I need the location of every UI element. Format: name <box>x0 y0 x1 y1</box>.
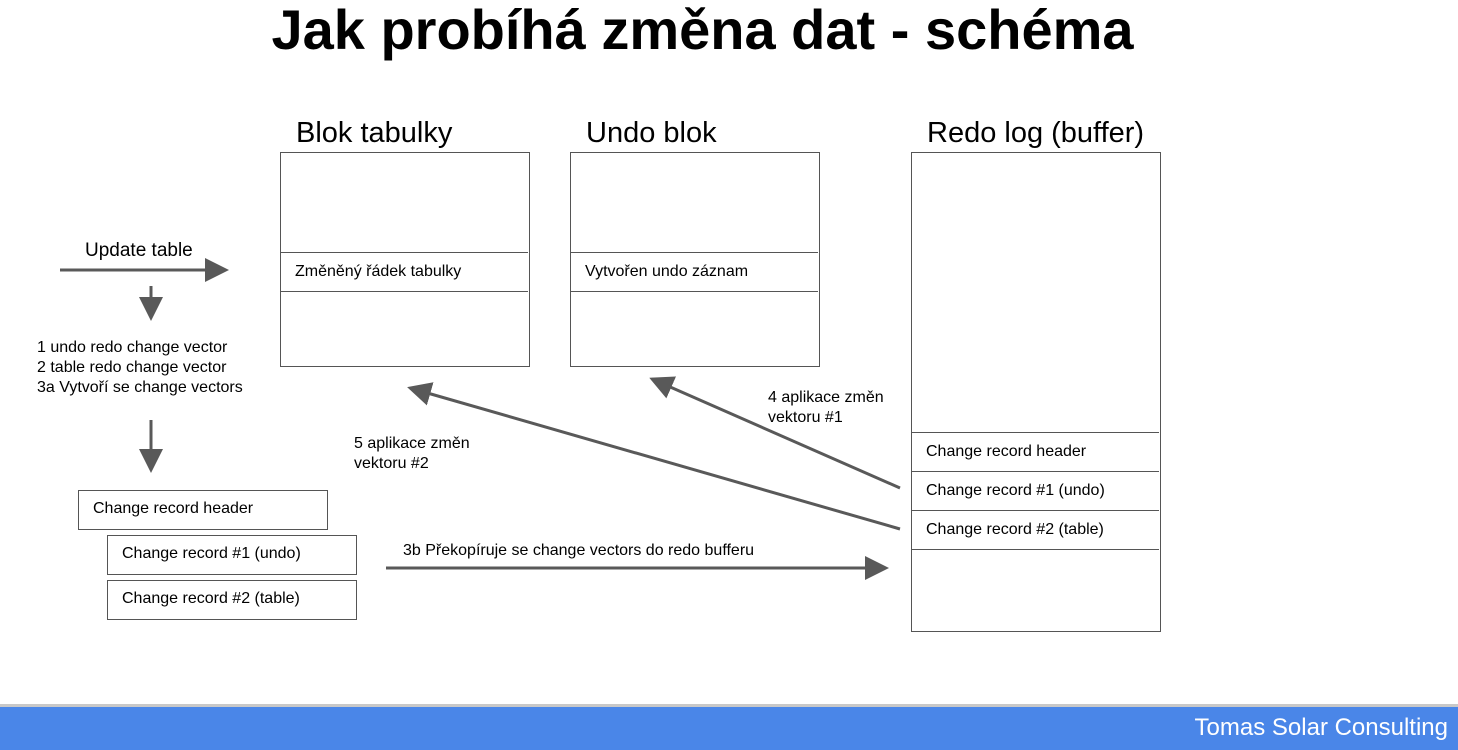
step-4-label-line2: vektoru #1 <box>768 409 843 426</box>
footer-divider <box>0 704 1458 707</box>
redo-log-box: Change record header Change record #1 (u… <box>911 152 1161 632</box>
table-block-changed-row: Změněný řádek tabulky <box>281 252 528 292</box>
arrow-step-5 <box>407 382 901 531</box>
step-1: 1 undo redo change vector <box>37 339 228 356</box>
undo-block-heading: Undo blok <box>586 117 717 149</box>
step-5-label-line2: vektoru #2 <box>354 455 429 472</box>
table-block-heading: Blok tabulky <box>296 117 453 149</box>
page-title: Jak probíhá změna dat - schéma <box>271 0 1134 61</box>
update-table-label: Update table <box>85 240 193 261</box>
undo-block-box: Vytvořen undo záznam <box>570 152 820 367</box>
step-3b-label: 3b Překopíruje se change vectors do redo… <box>403 542 755 559</box>
table-block-box: Změněný řádek tabulky <box>280 152 530 367</box>
change-record-header-box: Change record header <box>78 490 328 530</box>
step-5-label-line1: 5 aplikace změn <box>354 435 470 452</box>
steps-list: 1 undo redo change vector 2 table redo c… <box>37 338 243 398</box>
redo-log-row-table: Change record #2 (table) <box>912 510 1159 550</box>
arrow-step-4 <box>649 376 901 490</box>
step-2: 2 table redo change vector <box>37 359 227 376</box>
undo-block-record-row: Vytvořen undo záznam <box>571 252 818 292</box>
change-record-table-box: Change record #2 (table) <box>107 580 357 620</box>
change-record-undo-box: Change record #1 (undo) <box>107 535 357 575</box>
step-4-label-line1: 4 aplikace změn <box>768 389 884 406</box>
footer-bar: Tomas Solar Consulting <box>0 707 1458 750</box>
footer-brand: Tomas Solar Consulting <box>1194 714 1448 741</box>
step-5-label: 5 aplikace změn vektoru #2 <box>354 434 470 474</box>
step-4-label: 4 aplikace změn vektoru #1 <box>768 388 884 428</box>
redo-log-row-header: Change record header <box>912 432 1159 472</box>
step-3a: 3a Vytvoří se change vectors <box>37 379 243 396</box>
redo-log-heading: Redo log (buffer) <box>927 117 1145 149</box>
redo-log-row-undo: Change record #1 (undo) <box>912 471 1159 511</box>
